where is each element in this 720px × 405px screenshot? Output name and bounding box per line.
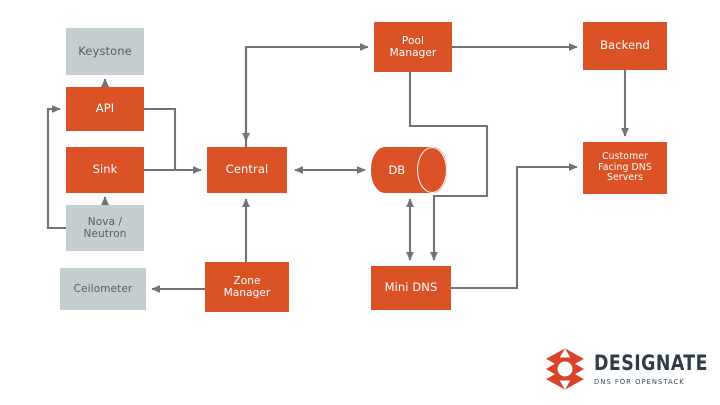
node-pool-manager-label: Pool Manager bbox=[389, 34, 437, 59]
designate-wordmark: DESIGNATE DNS FOR OPENSTACK bbox=[594, 350, 718, 386]
node-customer-facing-dns-servers-label: Customer Facing DNS Servers bbox=[598, 150, 652, 184]
designate-hexagon-icon bbox=[546, 348, 584, 390]
designate-wordmark-text: DESIGNATE bbox=[594, 350, 708, 375]
db-cylinder-cap bbox=[417, 147, 447, 193]
node-ceilometer-label: Ceilometer bbox=[73, 282, 133, 295]
node-nova-neutron-label: Nova / Neutron bbox=[83, 215, 127, 240]
node-pool-manager[interactable]: Pool Manager bbox=[374, 22, 452, 72]
node-api[interactable]: API bbox=[66, 87, 144, 131]
edge-central-pool bbox=[244, 43, 369, 147]
node-sink-label: Sink bbox=[92, 162, 118, 177]
node-backend[interactable]: Backend bbox=[583, 22, 667, 70]
node-keystone-label: Keystone bbox=[78, 43, 132, 58]
node-mini-dns[interactable]: Mini DNS bbox=[371, 266, 451, 310]
edge-minidns-cfdns bbox=[451, 163, 578, 290]
node-central-label: Central bbox=[225, 162, 269, 177]
node-mini-dns-label: Mini DNS bbox=[384, 280, 438, 295]
node-db-label: DB bbox=[388, 163, 406, 177]
node-keystone[interactable]: Keystone bbox=[66, 28, 144, 75]
node-zone-manager-label: Zone Manager bbox=[223, 274, 271, 299]
edge-nova-api bbox=[46, 105, 66, 230]
edge-pool-minidns bbox=[408, 72, 489, 261]
node-sink[interactable]: Sink bbox=[66, 147, 144, 193]
node-customer-facing-dns-servers[interactable]: Customer Facing DNS Servers bbox=[583, 142, 667, 194]
node-nova-neutron[interactable]: Nova / Neutron bbox=[66, 205, 144, 251]
node-db[interactable]: DB bbox=[371, 147, 447, 193]
node-api-label: API bbox=[95, 101, 115, 116]
node-ceilometer[interactable]: Ceilometer bbox=[60, 268, 146, 310]
node-zone-manager[interactable]: Zone Manager bbox=[205, 262, 289, 312]
designate-logo: DESIGNATE DNS FOR OPENSTACK bbox=[543, 345, 715, 393]
designate-tagline: DNS FOR OPENSTACK bbox=[594, 376, 685, 386]
node-central[interactable]: Central bbox=[207, 147, 287, 193]
edge-api-central bbox=[144, 107, 177, 170]
node-backend-label: Backend bbox=[600, 38, 650, 53]
